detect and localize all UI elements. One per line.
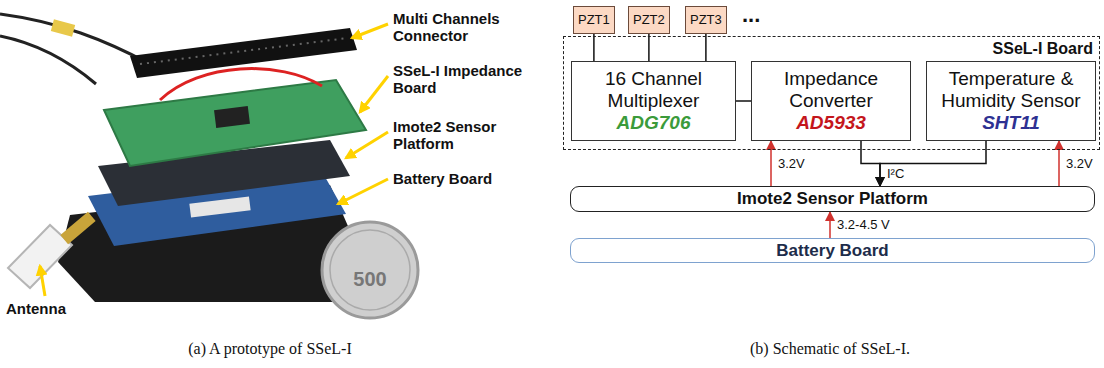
header-pins (140, 38, 348, 64)
pzt-wire (648, 34, 650, 61)
antenna-connector (60, 212, 95, 244)
node-label: PZT1 (578, 13, 610, 28)
part-callout: SSeL-I Impedance Board (393, 62, 543, 97)
wires-photo (0, 14, 150, 84)
part-callout: Multi Channels Connector (393, 10, 543, 45)
subfigure-caption: (a) A prototype of SSeL-I (70, 340, 470, 358)
coin-value: 500 (340, 268, 400, 291)
coin (322, 222, 418, 318)
pzt-box: PZT2 (628, 6, 670, 34)
chip (214, 106, 250, 128)
edge-label: 3.2-4.5 V (835, 217, 892, 232)
multiplexer-box: 16 Channel MultiplexerADG706 (571, 61, 736, 141)
header-connector (130, 28, 357, 78)
board-region: SSeL-I Board 16 Channel MultiplexerADG706… (563, 36, 1100, 150)
block-name: 16 Channel Multiplexer (578, 68, 729, 112)
sensor-box: Temperature & Humidity SensorSHT11 (926, 61, 1096, 141)
battery-connector (189, 196, 250, 217)
node-label: Battery Board (776, 241, 888, 261)
i2c-bus (861, 141, 880, 186)
pzt-box: PZT1 (573, 6, 615, 34)
node-label: PZT3 (690, 13, 722, 28)
node-label: Imote2 Sensor Platform (737, 189, 928, 209)
red-wire (160, 69, 322, 100)
part-number: SHT11 (982, 112, 1040, 134)
i2c-bus (880, 141, 986, 186)
ellipsis: ... (742, 2, 782, 27)
part-callout: Battery Board (393, 170, 543, 187)
power-line (1058, 141, 1060, 186)
board-heading: SSeL-I Board (993, 40, 1093, 58)
part-callout: Antenna (6, 300, 96, 317)
edge-label: 3.2V (776, 156, 807, 171)
pzt-wire (593, 34, 595, 61)
subfigure-caption: (b) Schematic of SSeL-I. (630, 340, 1030, 358)
coin-rim (330, 230, 410, 310)
part-number: ADG706 (617, 112, 691, 134)
battery-bar: Battery Board (570, 238, 1095, 263)
block-name: Temperature & Humidity Sensor (933, 68, 1089, 112)
platform-bar: Imote2 Sensor Platform (570, 186, 1095, 212)
impedance-board (104, 80, 366, 166)
pzt-wire (705, 34, 707, 61)
part-number: AD5933 (796, 112, 866, 134)
block-name: Impedance Converter (758, 68, 904, 112)
pzt-box: PZT3 (685, 6, 727, 34)
signal-line (736, 100, 751, 102)
part-callout: Imote2 Sensor Platform (393, 118, 543, 153)
converter-box: Impedance ConverterAD5933 (751, 61, 911, 141)
callout-arrows (40, 24, 388, 296)
power-line (829, 212, 831, 238)
power-line (770, 141, 772, 186)
edge-label: I²C (885, 166, 906, 181)
node-label: PZT2 (633, 13, 665, 28)
edge-label: 3.2V (1064, 156, 1095, 171)
